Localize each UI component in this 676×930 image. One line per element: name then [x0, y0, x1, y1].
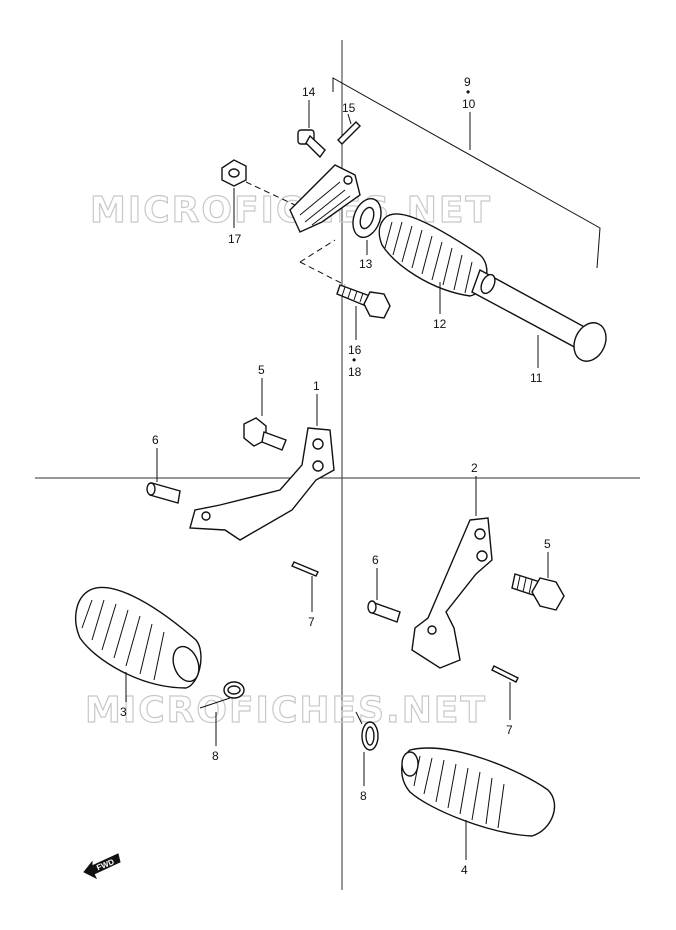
part-7-cotter-pin-right	[491, 665, 519, 683]
dashed-guide-16	[299, 239, 336, 263]
part-8-spring-right	[355, 711, 379, 751]
label-3: 3	[120, 705, 127, 719]
label-16-dot: •	[352, 353, 356, 367]
part-12-footrest-rubber	[378, 213, 488, 297]
part-11-footrest-peg	[471, 268, 607, 362]
part-5-bolt-right	[511, 573, 565, 611]
label-7-right: 7	[506, 723, 513, 737]
part-8-spring-left	[199, 681, 245, 709]
part-1-footrest-bracket	[189, 427, 335, 541]
label-11: 11	[530, 371, 543, 385]
leader-15	[347, 113, 352, 125]
label-9: 9	[464, 75, 471, 89]
part-2-footrest-bracket	[411, 517, 493, 669]
label-7-left: 7	[308, 615, 315, 629]
label-16: 16	[348, 343, 362, 357]
label-4: 4	[461, 863, 468, 877]
watermark-bottom: MICROFICHES.NET	[85, 690, 487, 731]
label-13: 13	[359, 257, 373, 271]
label-5-left: 5	[258, 363, 265, 377]
label-10: 10	[462, 97, 476, 111]
part-4-footrest-rubber	[401, 747, 556, 837]
label-14: 14	[302, 85, 316, 99]
part-6-pin-right	[367, 600, 401, 623]
label-12: 12	[433, 317, 447, 331]
part-13-washer	[352, 197, 382, 239]
label-9-dot: •	[466, 85, 470, 99]
label-15: 15	[342, 101, 356, 115]
label-5-right: 5	[544, 537, 551, 551]
label-1: 1	[313, 379, 320, 393]
fwd-arrow-icon: FWD	[83, 853, 121, 880]
label-8-right: 8	[360, 789, 367, 803]
label-8-left: 8	[212, 749, 219, 763]
label-6-right: 6	[372, 553, 379, 567]
dashed-guide-16b	[299, 261, 346, 286]
label-6-left: 6	[152, 433, 159, 447]
part-footrest-bracket	[289, 164, 361, 233]
part-14-bolt	[297, 129, 326, 159]
label-18: 18	[348, 365, 362, 379]
part-5-bolt-left	[243, 417, 287, 451]
fwd-label: FWD	[95, 857, 115, 872]
part-3-footrest-rubber	[74, 586, 202, 689]
label-2: 2	[471, 461, 478, 475]
dashed-guide-17	[245, 181, 296, 206]
part-16-bolt	[336, 284, 391, 319]
part-7-cotter-pin-left	[291, 561, 319, 577]
part-6-pin-left	[146, 482, 181, 504]
group-bracket-9-10	[332, 77, 601, 269]
label-17: 17	[228, 232, 242, 246]
part-17-nut	[221, 159, 247, 187]
part-15-cotter-pin	[337, 121, 361, 145]
